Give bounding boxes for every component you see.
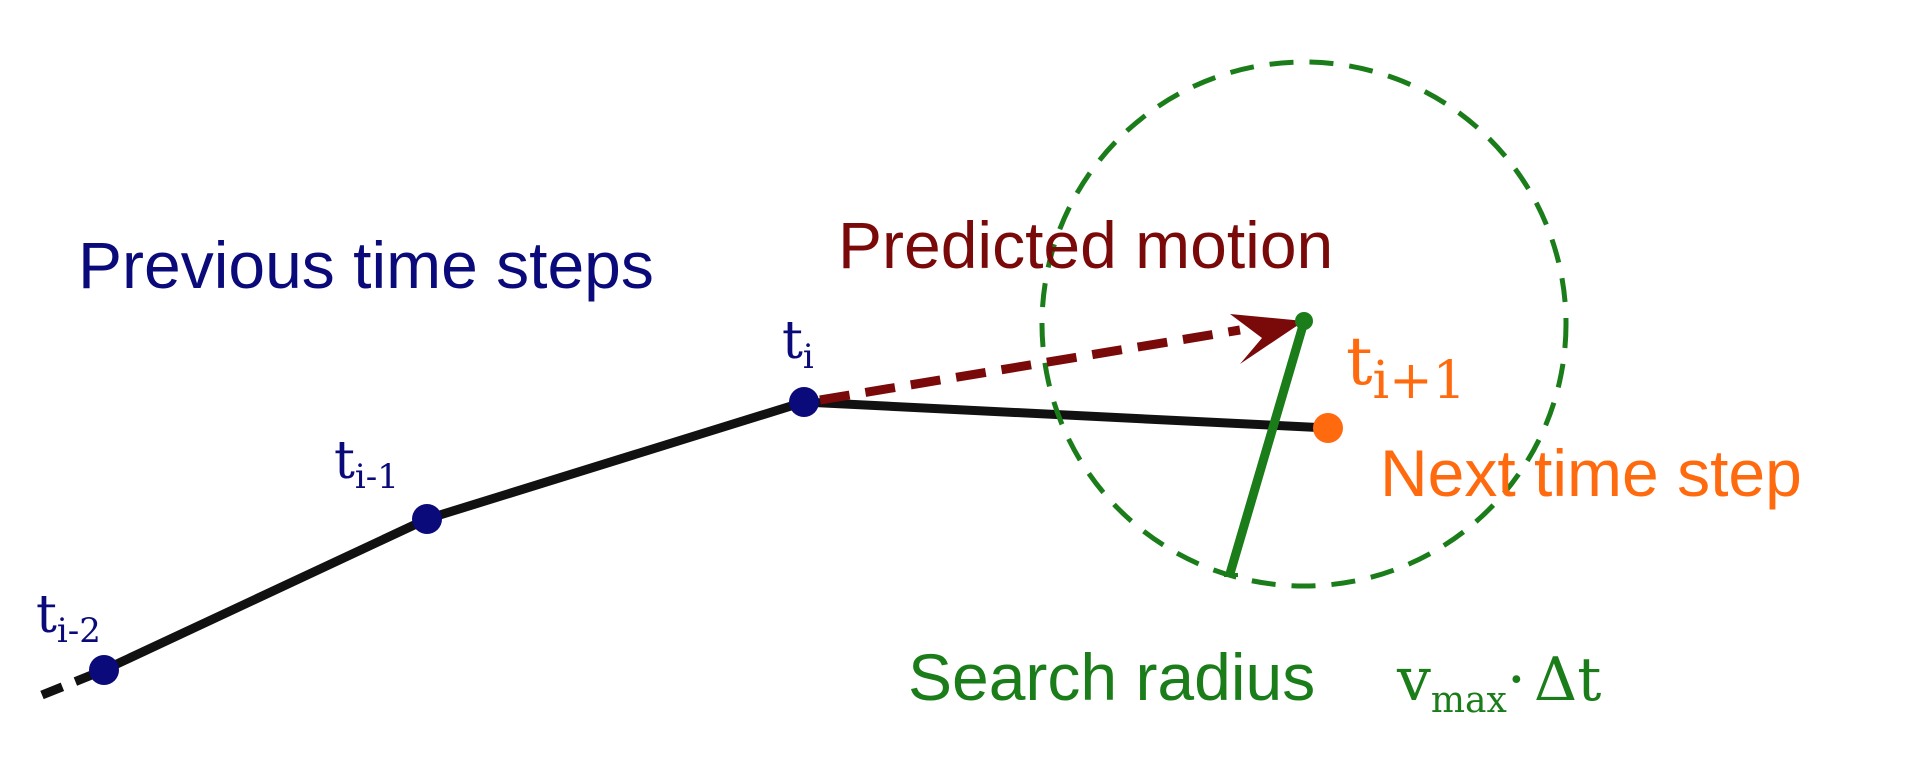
track-previous-line bbox=[102, 397, 806, 675]
point-t-i bbox=[789, 387, 819, 417]
point-t-i-plus-1 bbox=[1313, 413, 1343, 443]
next-time-step-label: Next time step bbox=[1380, 436, 1802, 510]
predicted-motion-arrow bbox=[819, 325, 1241, 405]
point-t-i-minus-1 bbox=[412, 504, 442, 534]
track-actual-motion-line bbox=[803, 397, 1329, 433]
predicted-motion-arrowhead bbox=[1230, 314, 1304, 364]
predicted-position-point bbox=[1295, 312, 1313, 330]
label-t-i-plus-1: ti+1 bbox=[1346, 323, 1466, 411]
label-t-i-minus-1: ti-1 bbox=[334, 431, 399, 497]
label-t-i-minus-2: ti-2 bbox=[36, 585, 101, 651]
search-radius-circle bbox=[1039, 59, 1569, 589]
label-t-i: ti bbox=[782, 311, 814, 377]
point-t-i-minus-2 bbox=[89, 655, 119, 685]
search-radius-formula: vmax·Δt bbox=[1396, 645, 1601, 721]
search-radius-line bbox=[1224, 320, 1309, 579]
search-radius-label: Search radius bbox=[908, 640, 1315, 714]
predicted-motion-label: Predicted motion bbox=[838, 208, 1333, 282]
previous-time-steps-label: Previous time steps bbox=[78, 228, 654, 302]
